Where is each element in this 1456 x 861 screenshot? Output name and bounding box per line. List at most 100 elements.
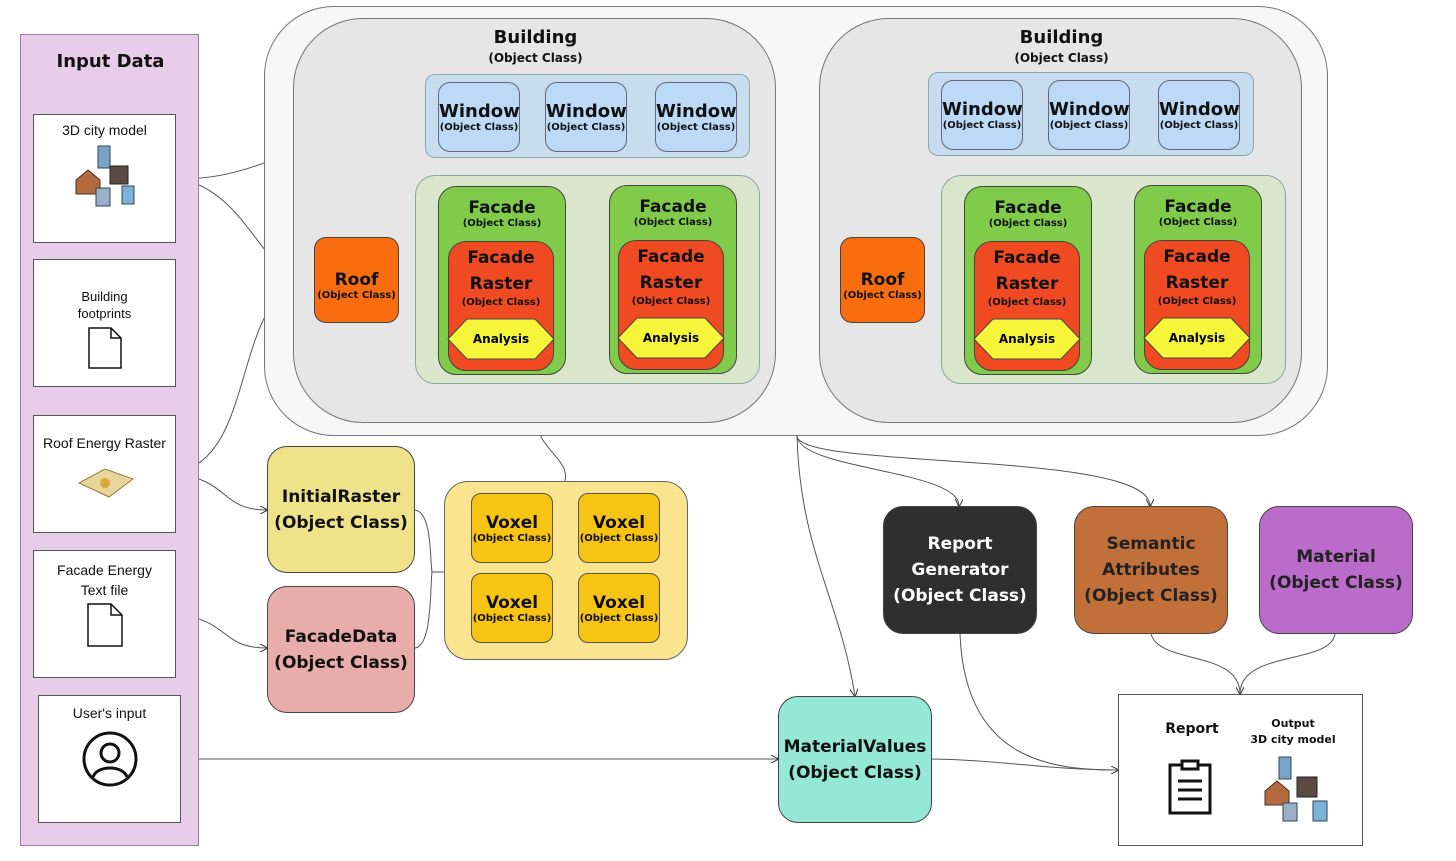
output-title: Output — [1271, 717, 1315, 730]
input-facade-energy-text[interactable]: Facade Energy Text file — [33, 550, 176, 678]
material-label: Material — [1296, 547, 1376, 567]
window-box[interactable]: Window (Object Class) — [1158, 80, 1240, 150]
facade-raster-label: Facade Raster — [467, 248, 535, 294]
window-label: Window — [1049, 99, 1130, 120]
window-box[interactable]: Window (Object Class) — [1048, 80, 1130, 150]
report-generator-box[interactable]: Report Generator (Object Class) — [883, 506, 1037, 634]
report-label: Report — [1165, 721, 1219, 737]
voxel-label: Voxel — [485, 593, 539, 613]
voxel-label: Voxel — [592, 593, 646, 613]
analysis-hexagon[interactable]: Analysis — [973, 318, 1081, 360]
output-box: Report Output 3D city model — [1118, 694, 1363, 846]
roof-raster-label: Roof Energy Raster — [43, 435, 166, 451]
window-label: Window — [439, 101, 520, 122]
city-buildings-icon — [1264, 756, 1328, 822]
roof-box[interactable]: Roof (Object Class) — [314, 237, 399, 323]
user-icon — [82, 731, 137, 787]
edge-building-to-semantic — [796, 435, 1150, 506]
window-box[interactable]: Window (Object Class) — [655, 82, 737, 152]
input-building-footprints[interactable]: Building footprints — [33, 259, 176, 387]
report-generator-subtitle: (Object Class) — [893, 586, 1027, 606]
city-model-label: 3D city model — [62, 122, 147, 138]
facade-subtitle: (Object Class) — [462, 218, 542, 229]
initial-raster-subtitle: (Object Class) — [274, 512, 408, 533]
window-subtitle: (Object Class) — [1049, 120, 1129, 131]
facade-raster-subtitle: (Object Class) — [461, 297, 541, 308]
roof-label: Roof — [860, 270, 905, 290]
semantic-attributes-box[interactable]: Semantic Attributes (Object Class) — [1074, 506, 1228, 634]
material-subtitle: (Object Class) — [1269, 573, 1403, 593]
facade-data-box[interactable]: FacadeData (Object Class) — [267, 586, 415, 713]
building-subtitle: (Object Class) — [488, 51, 583, 65]
input-roof-energy-raster[interactable]: Roof Energy Raster — [33, 415, 176, 533]
roof-subtitle: (Object Class) — [317, 290, 396, 301]
material-values-subtitle: (Object Class) — [788, 762, 922, 783]
footprints-label: Building footprints — [77, 289, 132, 321]
facade-raster-label: Facade Raster — [1163, 247, 1231, 293]
facade-raster-subtitle: (Object Class) — [987, 297, 1067, 308]
window-box[interactable]: Window (Object Class) — [438, 82, 520, 152]
voxel-box[interactable]: Voxel (Object Class) — [471, 573, 553, 643]
analysis-label: Analysis — [643, 331, 699, 345]
file-icon — [87, 327, 122, 369]
voxel-subtitle: (Object Class) — [472, 533, 552, 544]
analysis-label: Analysis — [999, 332, 1055, 346]
window-subtitle: (Object Class) — [656, 122, 736, 133]
voxel-box[interactable]: Voxel (Object Class) — [578, 493, 660, 563]
facade-subtitle: (Object Class) — [988, 218, 1068, 229]
input-data-title: Input Data — [56, 51, 165, 72]
analysis-hexagon[interactable]: Analysis — [447, 318, 555, 360]
edge-semantic-to-output — [1150, 633, 1240, 694]
facade-label: Facade — [468, 198, 536, 218]
initial-raster-box[interactable]: InitialRaster (Object Class) — [267, 446, 415, 573]
edge-facadedata-to-voxel — [414, 571, 444, 649]
edge-initial-to-voxel — [414, 509, 444, 573]
facade-label: Facade — [994, 198, 1062, 218]
initial-raster-label: InitialRaster — [281, 486, 401, 507]
voxel-label: Voxel — [485, 513, 539, 533]
analysis-label: Analysis — [1169, 331, 1225, 345]
facade-data-subtitle: (Object Class) — [274, 652, 408, 673]
voxel-box[interactable]: Voxel (Object Class) — [471, 493, 553, 563]
map-icon — [77, 468, 134, 498]
analysis-label: Analysis — [473, 332, 529, 346]
facade-subtitle: (Object Class) — [633, 217, 713, 228]
roof-box[interactable]: Roof (Object Class) — [840, 237, 925, 323]
material-values-box[interactable]: MaterialValues (Object Class) — [778, 696, 932, 823]
window-subtitle: (Object Class) — [1159, 120, 1239, 131]
input-city-model[interactable]: 3D city model — [33, 114, 176, 243]
file-icon — [86, 603, 123, 647]
input-users-input[interactable]: User's input — [38, 695, 181, 823]
semantic-attributes-subtitle: (Object Class) — [1084, 586, 1218, 606]
voxel-subtitle: (Object Class) — [579, 613, 659, 624]
output-model-label: 3D city model — [1250, 733, 1336, 746]
voxel-subtitle: (Object Class) — [472, 613, 552, 624]
facade-text-label: Facade Energy Text file — [57, 562, 152, 598]
facade-data-label: FacadeData — [284, 626, 398, 647]
semantic-attributes-label: Semantic Attributes — [1102, 534, 1200, 580]
window-box[interactable]: Window (Object Class) — [545, 82, 627, 152]
analysis-hexagon[interactable]: Analysis — [617, 317, 725, 359]
clipboard-icon — [1168, 759, 1212, 815]
city-buildings-icon — [75, 145, 134, 207]
material-values-label: MaterialValues — [783, 736, 927, 757]
facade-raster-subtitle: (Object Class) — [631, 296, 711, 307]
edge-material-values-to-output — [931, 758, 1118, 770]
facade-raster-subtitle: (Object Class) — [1157, 296, 1237, 307]
facade-raster-label: Facade Raster — [993, 248, 1061, 294]
edge-building-to-material-values — [796, 435, 855, 696]
voxel-subtitle: (Object Class) — [579, 533, 659, 544]
edge-building-to-report-gen — [796, 435, 959, 506]
material-box[interactable]: Material (Object Class) — [1259, 506, 1413, 634]
building-subtitle: (Object Class) — [1014, 51, 1109, 65]
analysis-hexagon[interactable]: Analysis — [1143, 317, 1251, 359]
facade-raster-label: Facade Raster — [637, 247, 705, 293]
window-subtitle: (Object Class) — [942, 120, 1022, 131]
report-generator-label: Report Generator — [911, 534, 1009, 580]
voxel-box[interactable]: Voxel (Object Class) — [578, 573, 660, 643]
window-subtitle: (Object Class) — [546, 122, 626, 133]
facade-label: Facade — [639, 197, 707, 217]
window-box[interactable]: Window (Object Class) — [941, 80, 1023, 150]
window-label: Window — [1159, 99, 1240, 120]
